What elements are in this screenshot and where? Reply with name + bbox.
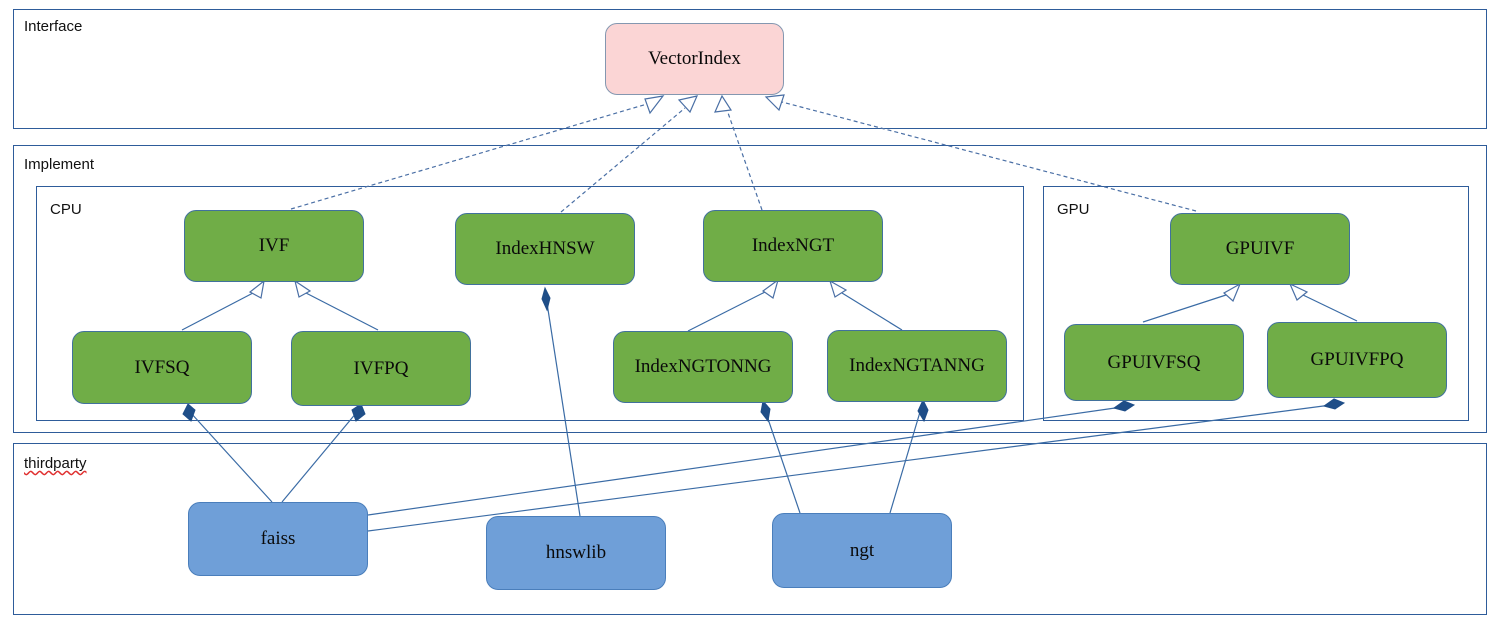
package-interface-label: Interface (24, 18, 83, 35)
node-indexngtonng[interactable]: IndexNGTONNG (613, 331, 793, 403)
node-indexngt[interactable]: IndexNGT (703, 210, 883, 282)
node-faiss[interactable]: faiss (188, 502, 368, 576)
package-cpu-label: CPU (50, 201, 82, 218)
package-implement-label: Implement (24, 156, 95, 173)
package-thirdparty-label: thirdparty (24, 455, 87, 472)
node-gpuivf[interactable]: GPUIVF (1170, 213, 1350, 285)
node-gpuivfpq[interactable]: GPUIVFPQ (1267, 322, 1447, 398)
node-indexhnsw[interactable]: IndexHNSW (455, 213, 635, 285)
node-gpuivfpq-label: GPUIVFPQ (1310, 349, 1404, 370)
node-faiss-label: faiss (260, 528, 296, 549)
node-indexngtanng-label: IndexNGTANNG (849, 355, 985, 376)
package-gpu-label: GPU (1057, 201, 1090, 218)
node-indexhnsw-label: IndexHNSW (495, 238, 595, 259)
node-gpuivfsq-label: GPUIVFSQ (1107, 351, 1201, 373)
node-vectorindex-label: VectorIndex (648, 48, 741, 69)
node-vectorindex[interactable]: VectorIndex (605, 23, 784, 95)
node-indexngtonng-label: IndexNGTONNG (634, 356, 772, 377)
node-gpuivfsq[interactable]: GPUIVFSQ (1064, 324, 1244, 401)
node-ivfsq-label: IVFSQ (134, 356, 190, 378)
node-ivfsq[interactable]: IVFSQ (72, 331, 252, 404)
node-indexngtanng[interactable]: IndexNGTANNG (827, 330, 1007, 402)
node-indexngt-label: IndexNGT (751, 235, 835, 256)
node-ngt[interactable]: ngt (772, 513, 952, 588)
node-gpuivf-label: GPUIVF (1225, 238, 1295, 259)
node-ivf[interactable]: IVF (184, 210, 364, 282)
node-hnswlib[interactable]: hnswlib (486, 516, 666, 590)
node-ngt-label: ngt (849, 539, 875, 561)
node-ivfpq-label: IVFPQ (353, 357, 409, 379)
node-ivf-label: IVF (258, 235, 290, 256)
node-ivfpq[interactable]: IVFPQ (291, 331, 471, 406)
node-hnswlib-label: hnswlib (545, 542, 607, 563)
